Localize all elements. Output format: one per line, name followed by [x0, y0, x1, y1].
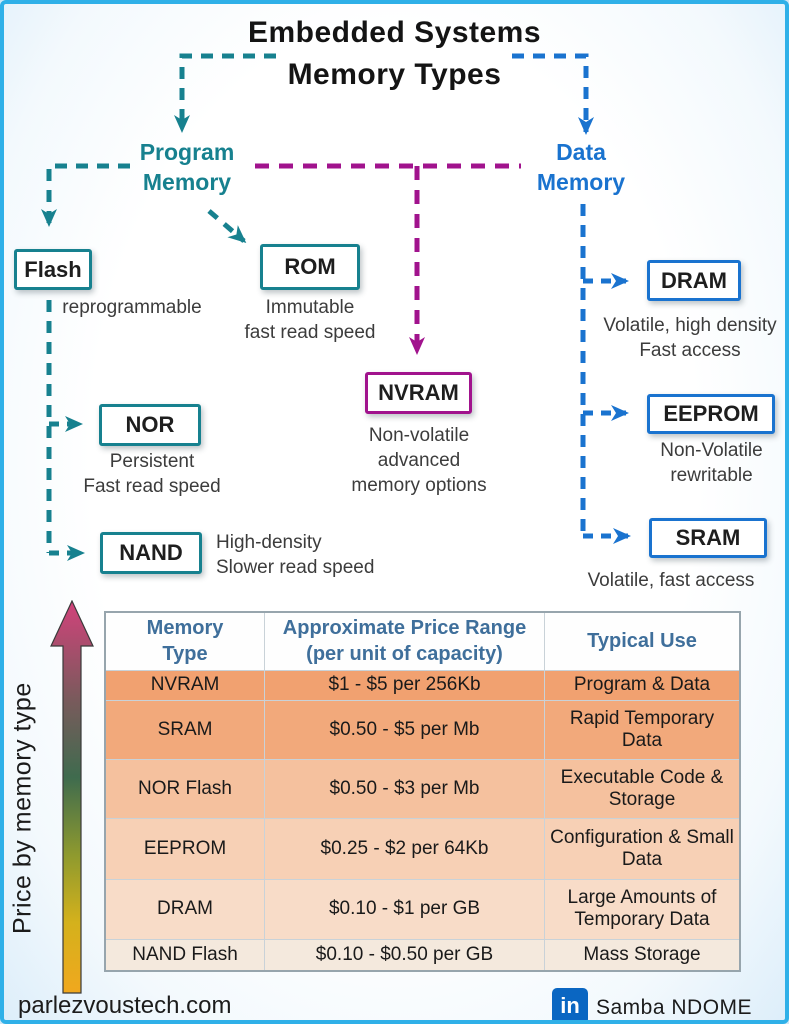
cell-price: $0.10 - $1 per GB: [264, 878, 545, 940]
desc-dram-line1: Volatile, high density: [603, 315, 777, 336]
desc-eeprom-line1: Non-Volatile: [660, 440, 763, 461]
price-gradient-arrow-icon: [50, 600, 94, 994]
table-header-row: Memory Type Approximate Price Range (per…: [104, 611, 741, 671]
connector-title-to-data-memory: [512, 53, 594, 135]
header-price-range: Approximate Price Range (per unit of cap…: [264, 611, 545, 671]
header-typical-use: Typical Use: [544, 611, 741, 671]
table-row-nvram: NVRAM $1 - $5 per 256Kb Program & Data: [104, 669, 741, 701]
desc-nvram-line3: memory options: [351, 475, 487, 496]
price-axis-label: Price by memory type: [8, 682, 37, 934]
linkedin-author-name[interactable]: Samba NDOME: [596, 996, 753, 1019]
cell-price: $0.50 - $5 per Mb: [264, 699, 545, 760]
branch-data-memory: Data Memory: [536, 139, 626, 195]
header-memory-type: Memory Type: [104, 611, 266, 671]
desc-flash-line1: reprogrammable: [62, 297, 202, 318]
page-title-line2: Memory Types: [287, 58, 502, 91]
desc-nand-line2: Slower read speed: [216, 557, 375, 578]
page-title-line1: Embedded Systems: [247, 16, 542, 49]
table-row-sram: SRAM $0.50 - $5 per Mb Rapid Temporary D…: [104, 699, 741, 760]
node-flash: Flash: [14, 249, 92, 290]
node-sram: SRAM: [649, 518, 767, 558]
cell-price: $1 - $5 per 256Kb: [264, 669, 545, 701]
desc-nvram-line1: Non-volatile: [368, 425, 470, 446]
header-price-range-line1: Approximate Price Range: [282, 617, 527, 640]
desc-eeprom: Non-Volatile rewritable: [634, 438, 785, 488]
price-table: Memory Type Approximate Price Range (per…: [104, 611, 741, 972]
connector-program-to-rom: [207, 209, 247, 243]
node-dram: DRAM: [647, 260, 741, 301]
cell-use: Configuration & Small Data: [544, 817, 741, 880]
desc-nor-line1: Persistent: [109, 451, 195, 472]
table-row-nor-flash: NOR Flash $0.50 - $3 per Mb Executable C…: [104, 758, 741, 819]
header-memory-type-line1: Memory: [146, 617, 224, 640]
website-link[interactable]: parlezvoustech.com: [18, 992, 232, 1019]
table-row-eeprom: EEPROM $0.25 - $2 per 64Kb Configuration…: [104, 817, 741, 880]
cell-use: Program & Data: [544, 669, 741, 701]
desc-rom-line2: fast read speed: [244, 322, 376, 343]
cell-type: DRAM: [104, 878, 266, 940]
desc-nand-line1: High-density: [216, 532, 322, 553]
cell-type: NAND Flash: [104, 938, 266, 972]
desc-dram-line2: Fast access: [639, 340, 741, 361]
desc-nvram: Non-volatile advanced memory options: [342, 423, 496, 498]
cell-use: Rapid Temporary Data: [544, 699, 741, 760]
node-nvram: NVRAM: [365, 372, 472, 414]
desc-dram: Volatile, high density Fast access: [587, 313, 785, 363]
table-row-dram: DRAM $0.10 - $1 per GB Large Amounts of …: [104, 878, 741, 940]
desc-nor: Persistent Fast read speed: [77, 449, 227, 499]
cell-use: Executable Code & Storage: [544, 758, 741, 819]
desc-sram: Volatile, fast access: [567, 568, 775, 593]
header-memory-type-line2: Type: [162, 643, 208, 666]
branch-program-memory: Program Memory: [139, 139, 235, 195]
cell-price: $0.50 - $3 per Mb: [264, 758, 545, 819]
table-row-nand-flash: NAND Flash $0.10 - $0.50 per GB Mass Sto…: [104, 938, 741, 972]
page-title: Embedded Systems Memory Types: [4, 12, 785, 96]
desc-flash: reprogrammable: [54, 295, 210, 320]
desc-rom-line1: Immutable: [265, 297, 355, 318]
connector-title-to-program-memory: [174, 53, 276, 133]
cell-use: Large Amounts of Temporary Data: [544, 878, 741, 940]
desc-eeprom-line2: rewritable: [670, 465, 753, 486]
desc-nand: High-density Slower read speed: [216, 530, 376, 580]
header-price-range-line2: (per unit of capacity): [306, 643, 503, 666]
cell-type: SRAM: [104, 699, 266, 760]
desc-sram-line1: Volatile, fast access: [587, 570, 755, 591]
node-rom: ROM: [260, 244, 360, 290]
cell-type: EEPROM: [104, 817, 266, 880]
cell-type: NOR Flash: [104, 758, 266, 819]
cell-price: $0.10 - $0.50 per GB: [264, 938, 545, 972]
connector-program-to-flash: [41, 163, 130, 227]
node-nor: NOR: [99, 404, 201, 446]
desc-rom: Immutable fast read speed: [234, 295, 386, 345]
node-eeprom: EEPROM: [647, 394, 775, 434]
linkedin-icon[interactable]: in: [552, 988, 588, 1020]
connector-lines: [41, 53, 631, 561]
node-nand: NAND: [100, 532, 202, 574]
cell-type: NVRAM: [104, 669, 266, 701]
desc-nvram-line2: advanced: [377, 450, 461, 471]
cell-use: Mass Storage: [544, 938, 741, 972]
cell-price: $0.25 - $2 per 64Kb: [264, 817, 545, 880]
desc-nor-line2: Fast read speed: [83, 476, 221, 497]
header-typical-use-line1: Typical Use: [587, 630, 697, 653]
